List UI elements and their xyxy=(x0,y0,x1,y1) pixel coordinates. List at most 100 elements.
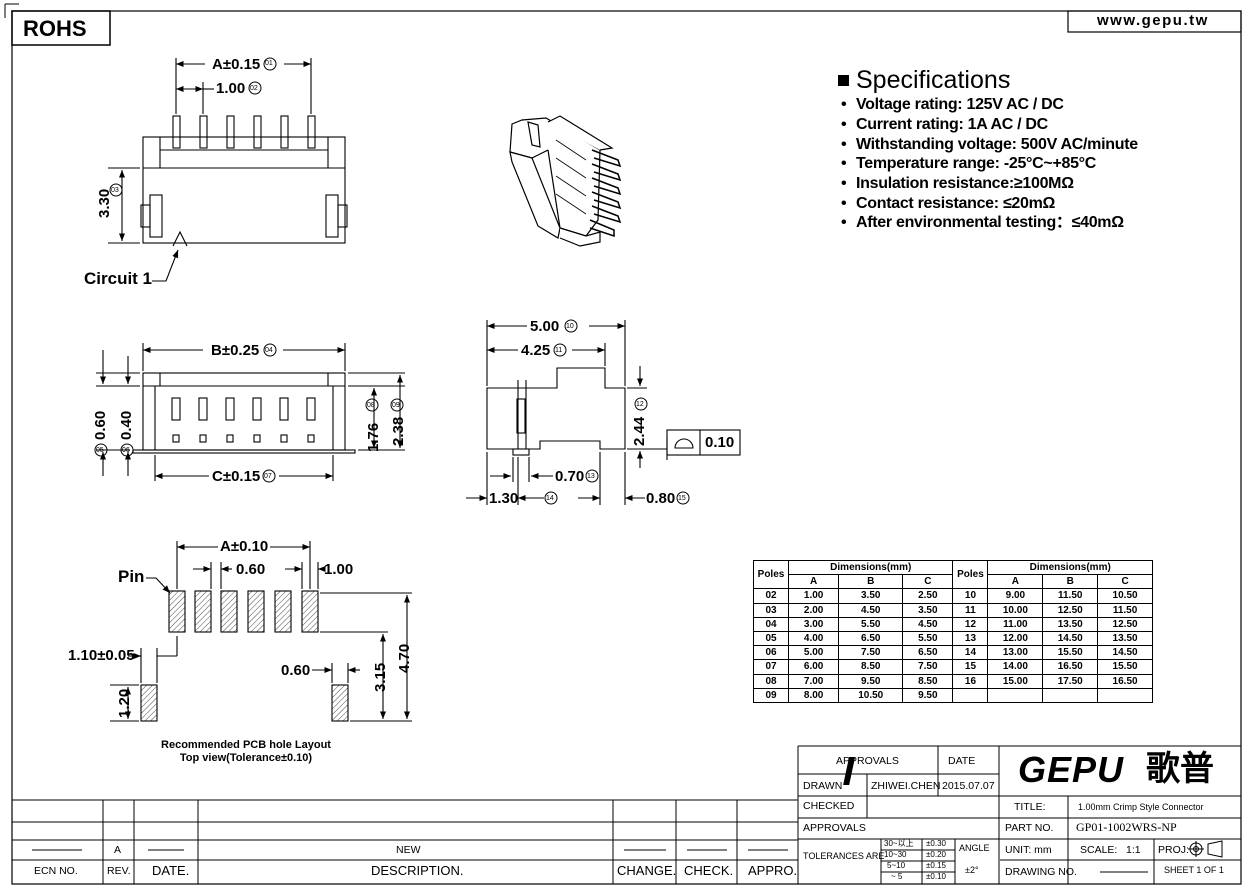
website-link[interactable]: www.gepu.tw xyxy=(1097,12,1209,29)
table-cell: 7.00 xyxy=(787,673,840,689)
spec-item-withstanding: Withstanding voltage: 500V AC/minute xyxy=(856,136,1138,153)
pcb-dim-a: A±0.10 xyxy=(220,538,269,555)
table-cell: 12.50 xyxy=(1097,616,1153,632)
rev-label: REV. xyxy=(107,865,131,877)
col-header: C xyxy=(902,574,954,590)
appro-label: APPRO. xyxy=(748,863,798,878)
col-header: B xyxy=(1042,574,1099,590)
table-cell: 5.50 xyxy=(902,630,954,647)
table-cell: 15.50 xyxy=(1097,659,1153,675)
poles-header: Poles xyxy=(952,559,989,590)
dim-pitch: 1.00 xyxy=(216,80,246,97)
table-cell: 14.50 xyxy=(1097,645,1153,661)
top-view xyxy=(108,58,348,282)
table-cell: 7.50 xyxy=(838,645,904,661)
table-cell: 6.50 xyxy=(838,630,904,647)
spec-item-insulation: Insulation resistance:≥100MΩ xyxy=(856,175,1074,192)
table-cell: 5.00 xyxy=(787,645,840,661)
tag-01: 01 xyxy=(265,60,273,67)
tag-05: 05 xyxy=(96,447,104,454)
poles-header: Poles xyxy=(753,559,789,590)
drawn-name: ZHIWEI.CHEN xyxy=(871,780,941,792)
website-box xyxy=(1067,10,1242,33)
table-cell: 13 xyxy=(952,630,989,647)
spec-bullet-icon: • xyxy=(841,155,847,172)
checked-label: CHECKED xyxy=(803,800,855,812)
front-pins xyxy=(171,397,316,443)
tag-02: 02 xyxy=(250,85,258,92)
table-cell: 15.00 xyxy=(987,673,1044,689)
col-header: C xyxy=(1097,574,1153,590)
check-label: CHECK. xyxy=(684,863,734,878)
tol-range: 5~10 xyxy=(887,861,906,870)
table-cell: 16.50 xyxy=(1097,673,1153,689)
title-value: 1.00mm Crimp Style Connector xyxy=(1078,802,1204,812)
front-view xyxy=(96,343,405,481)
tag-08: 08 xyxy=(367,402,375,409)
pcb-dim-100: 1.00 xyxy=(324,561,354,578)
table-cell xyxy=(1042,687,1099,703)
tag-06: 06 xyxy=(122,447,130,454)
tag-15: 15 xyxy=(678,495,686,502)
proj-label: PROJ: xyxy=(1158,844,1189,856)
bullet-square-icon xyxy=(838,75,849,86)
tag-03: 03 xyxy=(111,187,119,194)
isometric-view xyxy=(509,115,622,247)
title-label: TITLE: xyxy=(1014,801,1046,813)
table-cell: 10 xyxy=(952,588,989,604)
table-cell: 11.00 xyxy=(987,616,1044,632)
table-cell: 10.50 xyxy=(838,687,904,703)
table-cell: 12.50 xyxy=(1042,602,1099,618)
pcb-dim-060-pitch: 0.60 xyxy=(236,561,266,578)
table-cell: 3.50 xyxy=(902,602,954,618)
table-cell: 14 xyxy=(952,645,989,661)
tag-04: 04 xyxy=(265,347,273,354)
pcb-layout xyxy=(110,541,412,722)
table-cell: 6.50 xyxy=(902,645,954,661)
spec-bullet-icon: • xyxy=(841,195,847,212)
dimensions-header: Dimensions(mm) xyxy=(987,559,1153,576)
rev-value: A xyxy=(114,844,122,856)
spec-item-temperature: Temperature range: -25°C~+85°C xyxy=(856,155,1097,172)
dim-c: C±0.15 xyxy=(212,468,261,485)
dim-238: 2.38 xyxy=(390,416,407,446)
tag-rings xyxy=(94,57,690,505)
dimensions-header: Dimensions(mm) xyxy=(787,559,954,576)
table-cell: 6.00 xyxy=(787,659,840,675)
table-cell: 17.50 xyxy=(1042,673,1099,689)
table-cell: 13.00 xyxy=(987,645,1044,661)
table-cell: 2.50 xyxy=(902,588,954,604)
pin-label: Pin xyxy=(118,567,145,586)
drawn-label: DRAWN xyxy=(803,780,843,792)
table-cell: 7.50 xyxy=(902,659,954,675)
table-cell: 1.00 xyxy=(787,588,840,604)
tol-range: 30~以上 xyxy=(884,839,914,848)
rohs-label: ROHS xyxy=(23,16,87,41)
table-cell: 5.50 xyxy=(838,616,904,632)
flatness-value: 0.10 xyxy=(705,434,735,451)
scale-value: 1:1 xyxy=(1126,844,1141,856)
table-cell: 11 xyxy=(952,602,989,618)
gepu-logo: GEPU xyxy=(1018,749,1125,790)
drawn-date: 2015.07.07 xyxy=(942,780,995,792)
sheet-value: SHEET 1 OF 1 xyxy=(1164,865,1224,875)
pcb-caption-line1: Recommended PCB hole Layout xyxy=(161,739,331,751)
tol-range: ~ 5 xyxy=(891,872,903,881)
table-cell: 06 xyxy=(753,645,789,661)
title-block-grid xyxy=(12,745,1241,884)
angle-label: ANGLE xyxy=(959,843,990,853)
table-cell: 4.50 xyxy=(838,602,904,618)
dim-425: 4.25 xyxy=(521,342,551,359)
table-cell: 08 xyxy=(753,673,789,689)
spec-bullet-icon: • xyxy=(841,214,847,231)
dim-130: 1.30 xyxy=(489,490,519,507)
table-cell: 9.50 xyxy=(838,673,904,689)
spec-item-environmental: After environmental testing：≤40mΩ xyxy=(856,214,1124,231)
spec-item-voltage: Voltage rating: 125V AC / DC xyxy=(856,96,1064,113)
sheet-border xyxy=(11,10,1242,885)
table-cell: 07 xyxy=(753,659,789,675)
